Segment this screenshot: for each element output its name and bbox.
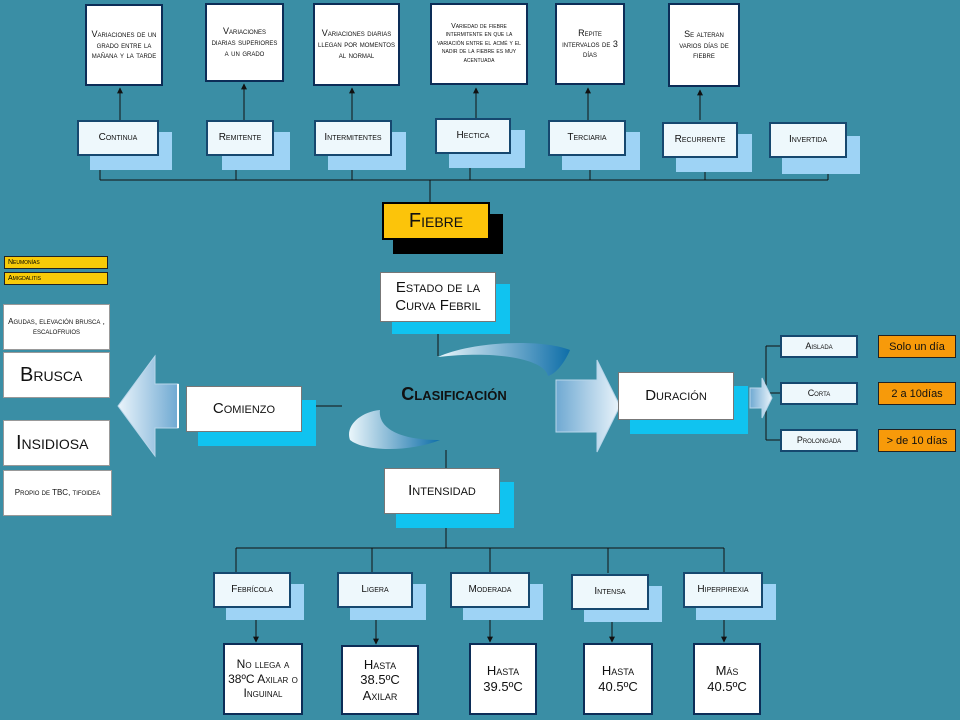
- valor-intensa: Hasta 40.5ºC: [583, 643, 653, 715]
- swoosh-bottom: [349, 410, 440, 449]
- intensidad-intensa: Intensa: [571, 574, 649, 610]
- desc-hectica: Variedad de fiebre intermitente en que l…: [430, 3, 528, 85]
- valor-hiperpirexia: Más 40.5ºC: [693, 643, 761, 715]
- left-big-arrow: [117, 354, 179, 458]
- duracion-aislada-value: Solo un día: [878, 335, 956, 358]
- intensidad-ligera: Ligera: [337, 572, 413, 608]
- type-recurrente: Recurrente: [662, 122, 738, 158]
- valor-moderada: Hasta 39.5ºC: [469, 643, 537, 715]
- intensidad-hiperpirexia: Hiperpirexia: [683, 572, 763, 608]
- type-continua: Continua: [77, 120, 159, 156]
- estado-curva-febril: Estado de la Curva Febril: [380, 272, 496, 322]
- comienzo-box: Comienzo: [186, 386, 302, 432]
- valor-ligera: Hasta 38.5ºC Axilar: [341, 645, 419, 715]
- desc-recurrente: Se alteran varios días de fiebre: [668, 3, 740, 87]
- duracion-prolongada-value: > de 10 días: [878, 429, 956, 452]
- valor-febricola: No llega a 38ºC Axilar o Inguinal: [223, 643, 303, 715]
- desc-terciaria: Repite intervalos de 3 días: [555, 3, 625, 85]
- insidiosa-box: Insidiosa: [3, 420, 110, 466]
- intensidad-moderada: Moderada: [450, 572, 530, 608]
- right-big-arrow: [555, 359, 621, 453]
- insidiosa-description: Propio de TBC, tifoidea: [3, 470, 112, 516]
- desc-continua: Variaciones de un grado entre la mañana …: [85, 4, 163, 86]
- duracion-corta-value: 2 a 10días: [878, 382, 956, 405]
- type-intermitentes: Intermitentes: [314, 120, 392, 156]
- type-invertida: Invertida: [769, 122, 847, 158]
- desc-intermitentes: Variaciones diarias llegan por momentos …: [313, 3, 400, 86]
- duracion-box: Duración: [618, 372, 734, 420]
- type-terciaria: Terciaria: [548, 120, 626, 156]
- desc-remitente: Variaciones diarias superiores a un grad…: [205, 3, 284, 82]
- duracion-aislada: Aislada: [780, 335, 858, 358]
- small-arrow: [749, 377, 773, 419]
- amigdalitis-tag: Amigdalitis: [4, 272, 108, 285]
- fiebre-title: Fiebre: [382, 202, 490, 240]
- neumonias-tag: Neumonías: [4, 256, 108, 269]
- swoosh-top: [438, 342, 570, 376]
- brusca-box: Brusca: [3, 352, 110, 398]
- type-remitente: Remitente: [206, 120, 274, 156]
- clasificacion-label: Clasificación: [401, 384, 507, 405]
- brusca-description: Agudas, elevación brusca , escalofruios: [3, 304, 110, 350]
- type-hectica: Hectica: [435, 118, 511, 154]
- intensidad-box: Intensidad: [384, 468, 500, 514]
- duracion-prolongada: Prolongada: [780, 429, 858, 452]
- intensidad-febricola: Febrícola: [213, 572, 291, 608]
- duracion-corta: Corta: [780, 382, 858, 405]
